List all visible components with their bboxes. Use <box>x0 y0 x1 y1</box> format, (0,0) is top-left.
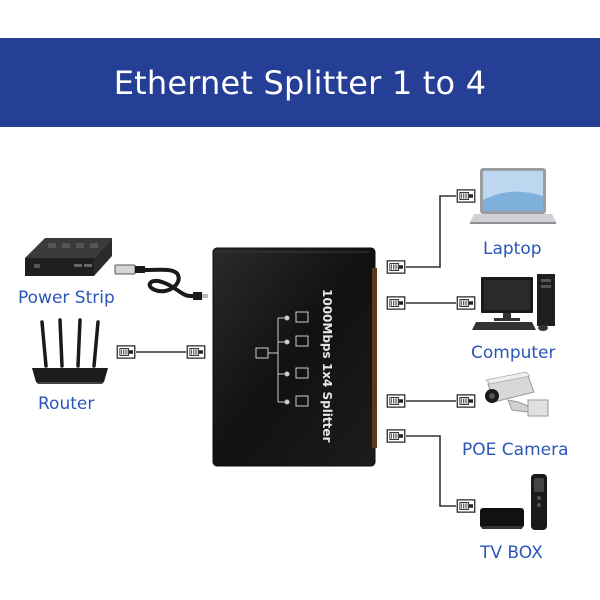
poe-camera-cable <box>386 394 476 408</box>
title-banner: Ethernet Splitter 1 to 4 <box>0 38 600 127</box>
computer-cable <box>386 296 476 310</box>
power-strip-label: Power Strip <box>18 288 115 308</box>
laptop-label: Laptop <box>483 239 542 259</box>
page-title: Ethernet Splitter 1 to 4 <box>113 63 487 102</box>
laptop-icon <box>470 168 556 224</box>
poe-camera-icon <box>485 371 549 417</box>
usb-cable <box>114 264 208 300</box>
tv-box-icon <box>480 474 547 530</box>
splitter-box <box>212 247 377 467</box>
splitter-topology-icon <box>255 311 309 407</box>
tv-box-label: TV BOX <box>480 543 543 563</box>
tv-box-cable <box>386 429 476 513</box>
splitter-label: 1000Mbps 1x4 Splitter <box>320 289 334 443</box>
laptop-cable <box>386 189 476 274</box>
router-icon <box>32 318 108 384</box>
router-cable <box>116 345 206 359</box>
computer-icon <box>472 274 555 331</box>
power-strip-icon <box>25 238 112 276</box>
poe-camera-label: POE Camera <box>462 440 569 460</box>
router-label: Router <box>38 394 95 414</box>
computer-label: Computer <box>471 343 556 363</box>
